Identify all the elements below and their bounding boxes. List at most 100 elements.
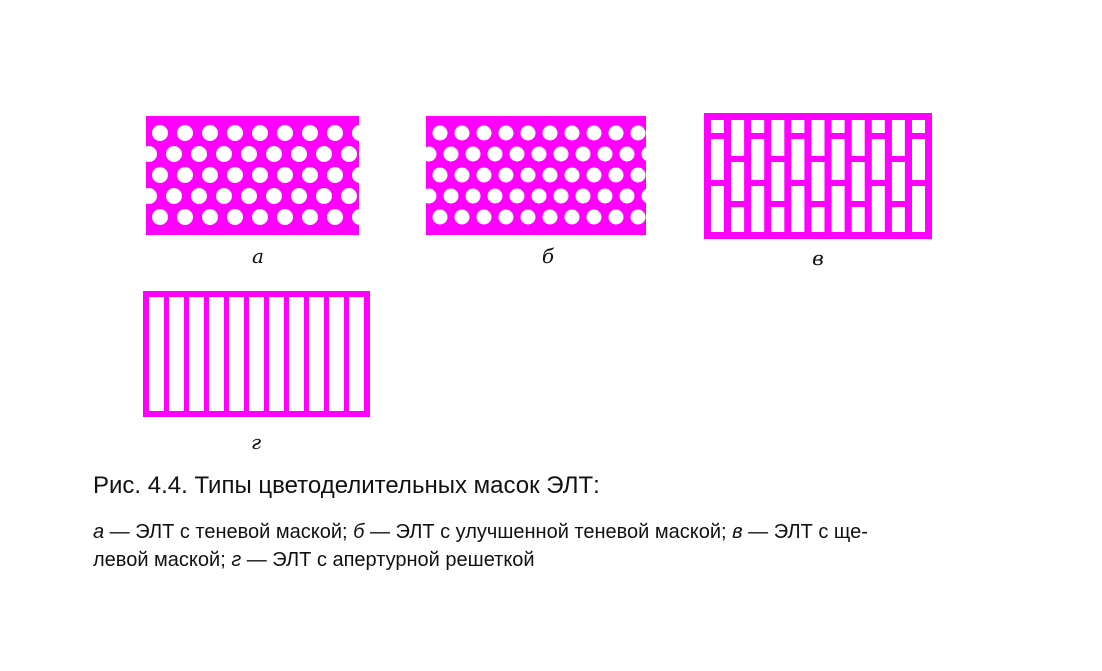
panel-label-b: б bbox=[541, 244, 555, 268]
mask-slot bbox=[831, 186, 845, 232]
mask-hole bbox=[542, 125, 558, 141]
legend-text-a: — ЭЛТ с теневой маской; bbox=[104, 521, 354, 543]
legend-key-g: г bbox=[231, 549, 242, 571]
mask-hole bbox=[597, 188, 613, 204]
mask-hole bbox=[520, 209, 536, 225]
shadow-mask-panel bbox=[146, 116, 359, 235]
mask-hole bbox=[291, 146, 307, 162]
mask-hole bbox=[177, 125, 193, 141]
figure-legend: а — ЭЛТ с теневой маской; б — ЭЛТ с улуч… bbox=[93, 518, 1013, 574]
legend-key-b: б bbox=[353, 521, 365, 543]
legend-text-v: — ЭЛТ с ще- bbox=[742, 521, 868, 543]
mask-slot bbox=[912, 139, 925, 180]
mask-slot bbox=[731, 207, 745, 232]
grille-stripe bbox=[149, 297, 164, 411]
panel-label-v: в bbox=[812, 246, 824, 270]
mask-hole bbox=[277, 209, 293, 225]
mask-slot bbox=[731, 120, 745, 156]
mask-hole bbox=[630, 125, 646, 141]
mask-hole bbox=[266, 146, 282, 162]
mask-hole bbox=[316, 146, 332, 162]
grille-stripe bbox=[309, 297, 324, 411]
mask-hole bbox=[498, 125, 514, 141]
slot-mask-panel bbox=[704, 113, 932, 239]
mask-hole bbox=[509, 146, 525, 162]
legend-key-v: в bbox=[732, 521, 743, 543]
mask-slot bbox=[851, 120, 865, 156]
grille-stripe bbox=[169, 297, 184, 411]
mask-hole bbox=[277, 167, 293, 183]
mask-hole bbox=[352, 209, 359, 225]
mask-slot bbox=[891, 162, 905, 201]
mask-hole bbox=[498, 209, 514, 225]
mask-hole bbox=[277, 125, 293, 141]
mask-slot bbox=[771, 120, 785, 156]
mask-hole bbox=[520, 167, 536, 183]
mask-slot bbox=[871, 139, 885, 180]
mask-hole bbox=[426, 146, 437, 162]
legend-key-a: а bbox=[93, 521, 105, 543]
mask-hole bbox=[352, 167, 359, 183]
mask-hole bbox=[302, 167, 318, 183]
grille-stripe bbox=[349, 297, 364, 411]
mask-hole bbox=[542, 209, 558, 225]
grille-stripe bbox=[289, 297, 304, 411]
mask-hole bbox=[266, 188, 282, 204]
legend-text-b: — ЭЛТ с улучшенной теневой маской; bbox=[364, 521, 733, 543]
mask-hole bbox=[531, 188, 547, 204]
mask-slot bbox=[871, 120, 885, 133]
mask-hole bbox=[291, 188, 307, 204]
mask-hole bbox=[454, 125, 470, 141]
mask-hole bbox=[564, 209, 580, 225]
mask-hole bbox=[241, 146, 257, 162]
mask-hole bbox=[498, 167, 514, 183]
mask-hole bbox=[586, 209, 602, 225]
mask-slot bbox=[831, 120, 845, 133]
mask-hole bbox=[202, 209, 218, 225]
mask-hole bbox=[316, 188, 332, 204]
mask-hole bbox=[352, 125, 359, 141]
mask-slot bbox=[711, 139, 724, 180]
mask-slot bbox=[731, 162, 745, 201]
mask-slot bbox=[751, 186, 765, 232]
mask-slot bbox=[912, 120, 925, 133]
mask-hole bbox=[432, 209, 448, 225]
mask-hole bbox=[443, 188, 459, 204]
mask-slot bbox=[891, 207, 905, 232]
mask-slot bbox=[811, 120, 825, 156]
grille-stripe bbox=[229, 297, 244, 411]
mask-hole bbox=[586, 167, 602, 183]
mask-slot bbox=[851, 162, 865, 201]
mask-slot bbox=[811, 207, 825, 232]
mask-hole bbox=[608, 125, 624, 141]
mask-hole bbox=[432, 167, 448, 183]
grille-stripe bbox=[189, 297, 204, 411]
mask-hole bbox=[553, 188, 569, 204]
mask-hole bbox=[520, 125, 536, 141]
mask-hole bbox=[152, 167, 168, 183]
mask-hole bbox=[202, 125, 218, 141]
mask-slot bbox=[811, 162, 825, 201]
grille-stripe bbox=[269, 297, 284, 411]
grille-stripe bbox=[209, 297, 224, 411]
mask-hole bbox=[553, 146, 569, 162]
mask-hole bbox=[177, 167, 193, 183]
mask-hole bbox=[542, 167, 558, 183]
mask-hole bbox=[454, 167, 470, 183]
mask-slot bbox=[791, 139, 805, 180]
mask-slot bbox=[912, 186, 925, 232]
mask-hole bbox=[191, 146, 207, 162]
mask-hole bbox=[216, 188, 232, 204]
mask-hole bbox=[575, 146, 591, 162]
mask-hole bbox=[509, 188, 525, 204]
mask-hole bbox=[564, 167, 580, 183]
mask-hole bbox=[630, 167, 646, 183]
mask-hole bbox=[227, 125, 243, 141]
mask-hole bbox=[465, 146, 481, 162]
mask-hole bbox=[608, 167, 624, 183]
mask-slot bbox=[831, 139, 845, 180]
panel-label-a: а bbox=[252, 244, 264, 268]
mask-hole bbox=[302, 125, 318, 141]
mask-hole bbox=[619, 146, 635, 162]
mask-hole bbox=[341, 188, 357, 204]
